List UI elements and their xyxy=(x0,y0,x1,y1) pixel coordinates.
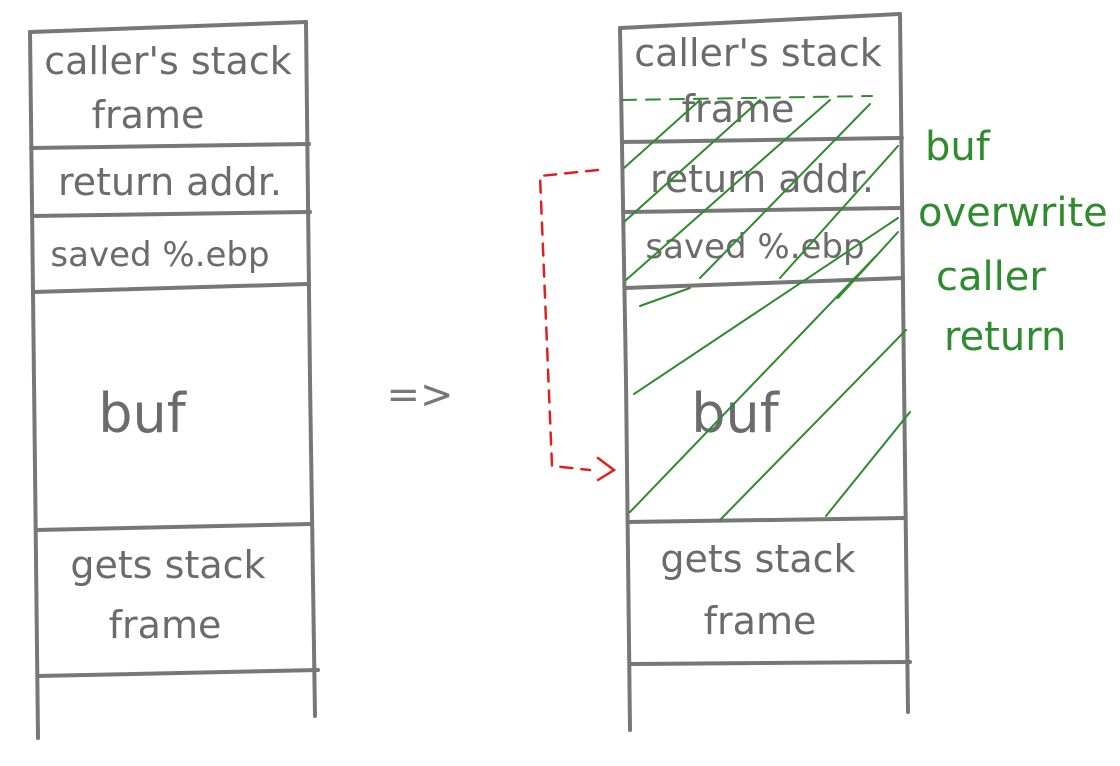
transition-arrow: => xyxy=(386,372,453,418)
annotation-line-caller: caller xyxy=(936,254,1046,300)
left-cell-return-addr: return addr. xyxy=(58,160,282,204)
return-redirect-arrow xyxy=(538,168,617,482)
left-cell-gets-line1: gets stack xyxy=(70,543,265,587)
annotation-line-overwrite: overwrite xyxy=(918,190,1108,236)
right-cell-gets-line1: gets stack xyxy=(660,537,855,581)
right-cell-caller-line2: frame xyxy=(682,87,795,131)
left-divider-5 xyxy=(36,668,320,678)
left-cell-gets-line2: frame xyxy=(109,603,222,647)
left-stack-right-edge xyxy=(304,20,317,718)
right-stack-top-border xyxy=(618,12,902,30)
left-cell-saved-ebp: saved %.ebp xyxy=(50,235,269,275)
left-cell-caller-line2: frame xyxy=(92,93,205,137)
right-divider-2 xyxy=(622,206,904,214)
hatch-line-10 xyxy=(719,329,907,521)
hatch-line-11 xyxy=(825,411,911,517)
right-cell-saved-ebp: saved %.ebp xyxy=(645,227,864,267)
redirect-path xyxy=(538,168,600,472)
hatch-line-7 xyxy=(633,217,899,395)
right-stack-left-edge xyxy=(618,26,632,732)
hatch-line-1 xyxy=(623,99,701,169)
redirect-arrowhead-icon xyxy=(596,456,617,482)
hatch-line-9 xyxy=(629,255,877,513)
right-divider-3 xyxy=(623,276,905,290)
hatch-line-4 xyxy=(699,103,871,279)
left-divider-2 xyxy=(30,210,312,218)
left-stack-left-edge xyxy=(28,30,40,740)
right-cell-return-addr: return addr. xyxy=(650,157,874,201)
right-stack-right-edge xyxy=(898,12,910,714)
right-divider-5 xyxy=(628,660,912,666)
right-cell-buf: buf xyxy=(691,382,781,445)
left-divider-1 xyxy=(29,142,311,150)
left-divider-4 xyxy=(34,522,314,532)
annotation-line-return: return xyxy=(944,314,1066,360)
left-stack xyxy=(28,20,320,740)
left-cell-buf: buf xyxy=(98,382,188,445)
right-stack xyxy=(618,12,912,732)
right-divider-1 xyxy=(620,136,904,144)
left-stack-top-border xyxy=(28,20,308,34)
hatch-line-2 xyxy=(623,99,761,223)
right-cell-gets-line2: frame xyxy=(704,599,817,643)
annotation-line-buf: buf xyxy=(925,124,991,170)
overwrite-boundary-dashed xyxy=(621,95,873,101)
hatch-line-5 xyxy=(779,145,899,279)
hatch-line-8 xyxy=(639,287,691,307)
left-divider-3 xyxy=(31,282,310,294)
right-divider-4 xyxy=(626,516,907,524)
overwrite-annotation: buf overwrite caller return xyxy=(918,124,1108,360)
hatch-line-3 xyxy=(625,99,831,281)
left-cell-caller-line1: caller's stack xyxy=(44,39,292,83)
overwrite-hatching xyxy=(621,95,911,521)
right-cell-caller-line1: caller's stack xyxy=(634,31,882,75)
